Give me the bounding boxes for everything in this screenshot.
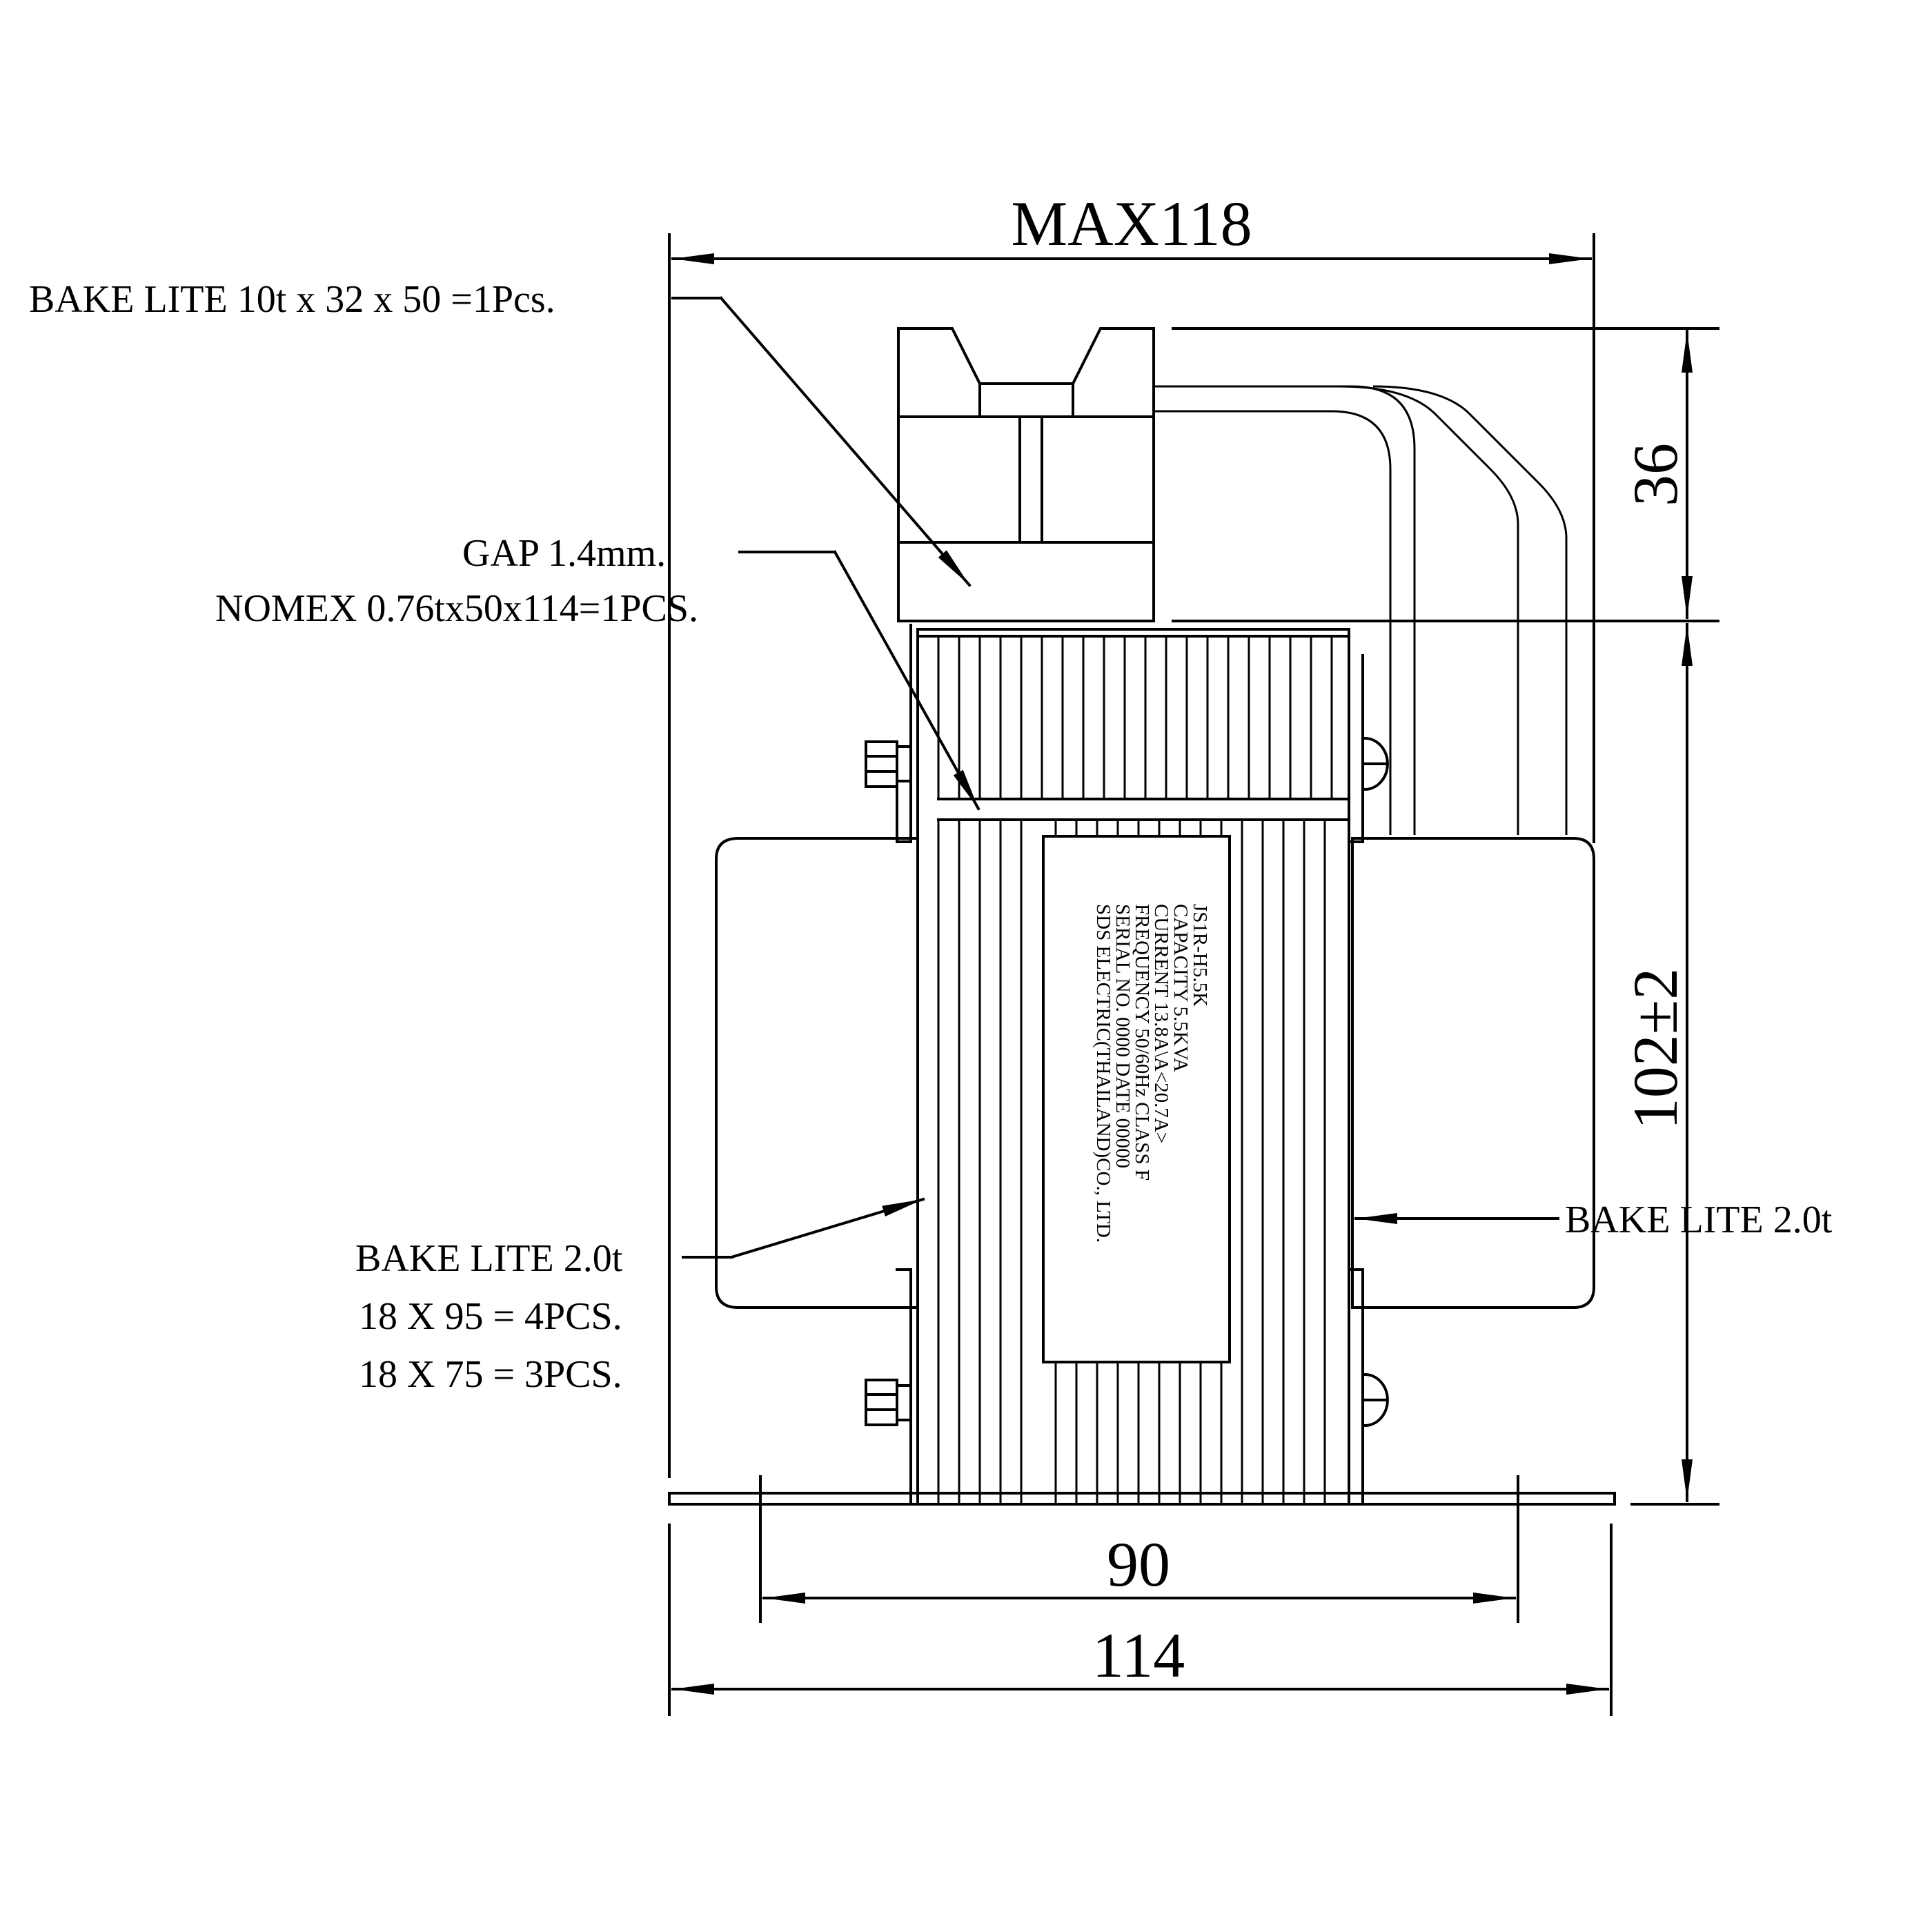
callout-bakelite-left: BAKE LITE 2.0t 18 X 95 = 4PCS. 18 X 75 =… (355, 1197, 925, 1396)
callout-bakelite-top-label: BAKE LITE 10t x 32 x 50 =1Pcs. (29, 278, 555, 321)
callout-bakelite-left-line-3: 18 X 75 = 3PCS. (359, 1353, 622, 1396)
nameplate: JS1R-H5.5K CAPACITY 5.5KVA CURRENT 13.8A… (1042, 835, 1231, 1363)
callout-bakelite-left-line-2: 18 X 95 = 4PCS. (359, 1295, 622, 1338)
callout-bakelite-right-label: BAKE LITE 2.0t (1565, 1199, 1833, 1241)
callout-gap-nomex: GAP 1.4mm. NOMEX 0.76tx50x114=1PCS. (215, 532, 980, 811)
dimension-body-height: 102±2 (1620, 623, 1719, 1506)
nameplate-line-6: SDS ELECTRIC(THAILAND)CO., LTD. (1092, 904, 1114, 1243)
callout-nomex-label: NOMEX 0.76tx50x114=1PCS. (215, 587, 698, 630)
callout-gap-label: GAP 1.4mm. (462, 532, 666, 575)
nameplate-line-5: SERIAL NO. 0000 DATE 00000 (1112, 904, 1134, 1168)
base-plate (668, 1475, 1616, 1506)
callout-bakelite-left-line-1: BAKE LITE 2.0t (355, 1237, 623, 1280)
dimension-body-height-label: 102±2 (1620, 968, 1690, 1130)
dimension-base-outer-label: 114 (1092, 1620, 1185, 1690)
nameplate-line-2: CAPACITY 5.5KVA (1170, 904, 1192, 1072)
dimension-terminal-height-label: 36 (1620, 443, 1690, 506)
callout-bakelite-top: BAKE LITE 10t x 32 x 50 =1Pcs. (29, 278, 972, 587)
screw-head-upper-right (1363, 736, 1389, 791)
callout-bakelite-right: BAKE LITE 2.0t (1354, 1199, 1833, 1241)
dimension-top-width: MAX118 (668, 188, 1595, 1478)
clamp-brackets (896, 624, 1364, 1506)
coil-winding (715, 837, 1595, 1309)
dimension-base-outer: 114 (668, 1524, 1613, 1716)
terminal-block (897, 327, 1155, 622)
nameplate-line-4: FREQUENCY 50/60Hz CLASS F (1131, 904, 1153, 1181)
nameplate-line-3: CURRENT 13.8A\A<20.7A> (1150, 904, 1172, 1143)
nameplate-line-1: JS1R-H5.5K (1189, 904, 1211, 1007)
core-lamination-lines (937, 636, 1333, 1504)
dimension-base-inner-label: 90 (1107, 1529, 1170, 1599)
dimension-top-width-label: MAX118 (1011, 188, 1252, 259)
lead-wires (1154, 385, 1568, 835)
screw-head-lower-right (1363, 1372, 1389, 1428)
bolt-lower-left (865, 1379, 912, 1426)
dimension-terminal-height: 36 (1172, 327, 1719, 622)
iron-core (916, 628, 1350, 1506)
bolt-upper-left (865, 740, 912, 788)
